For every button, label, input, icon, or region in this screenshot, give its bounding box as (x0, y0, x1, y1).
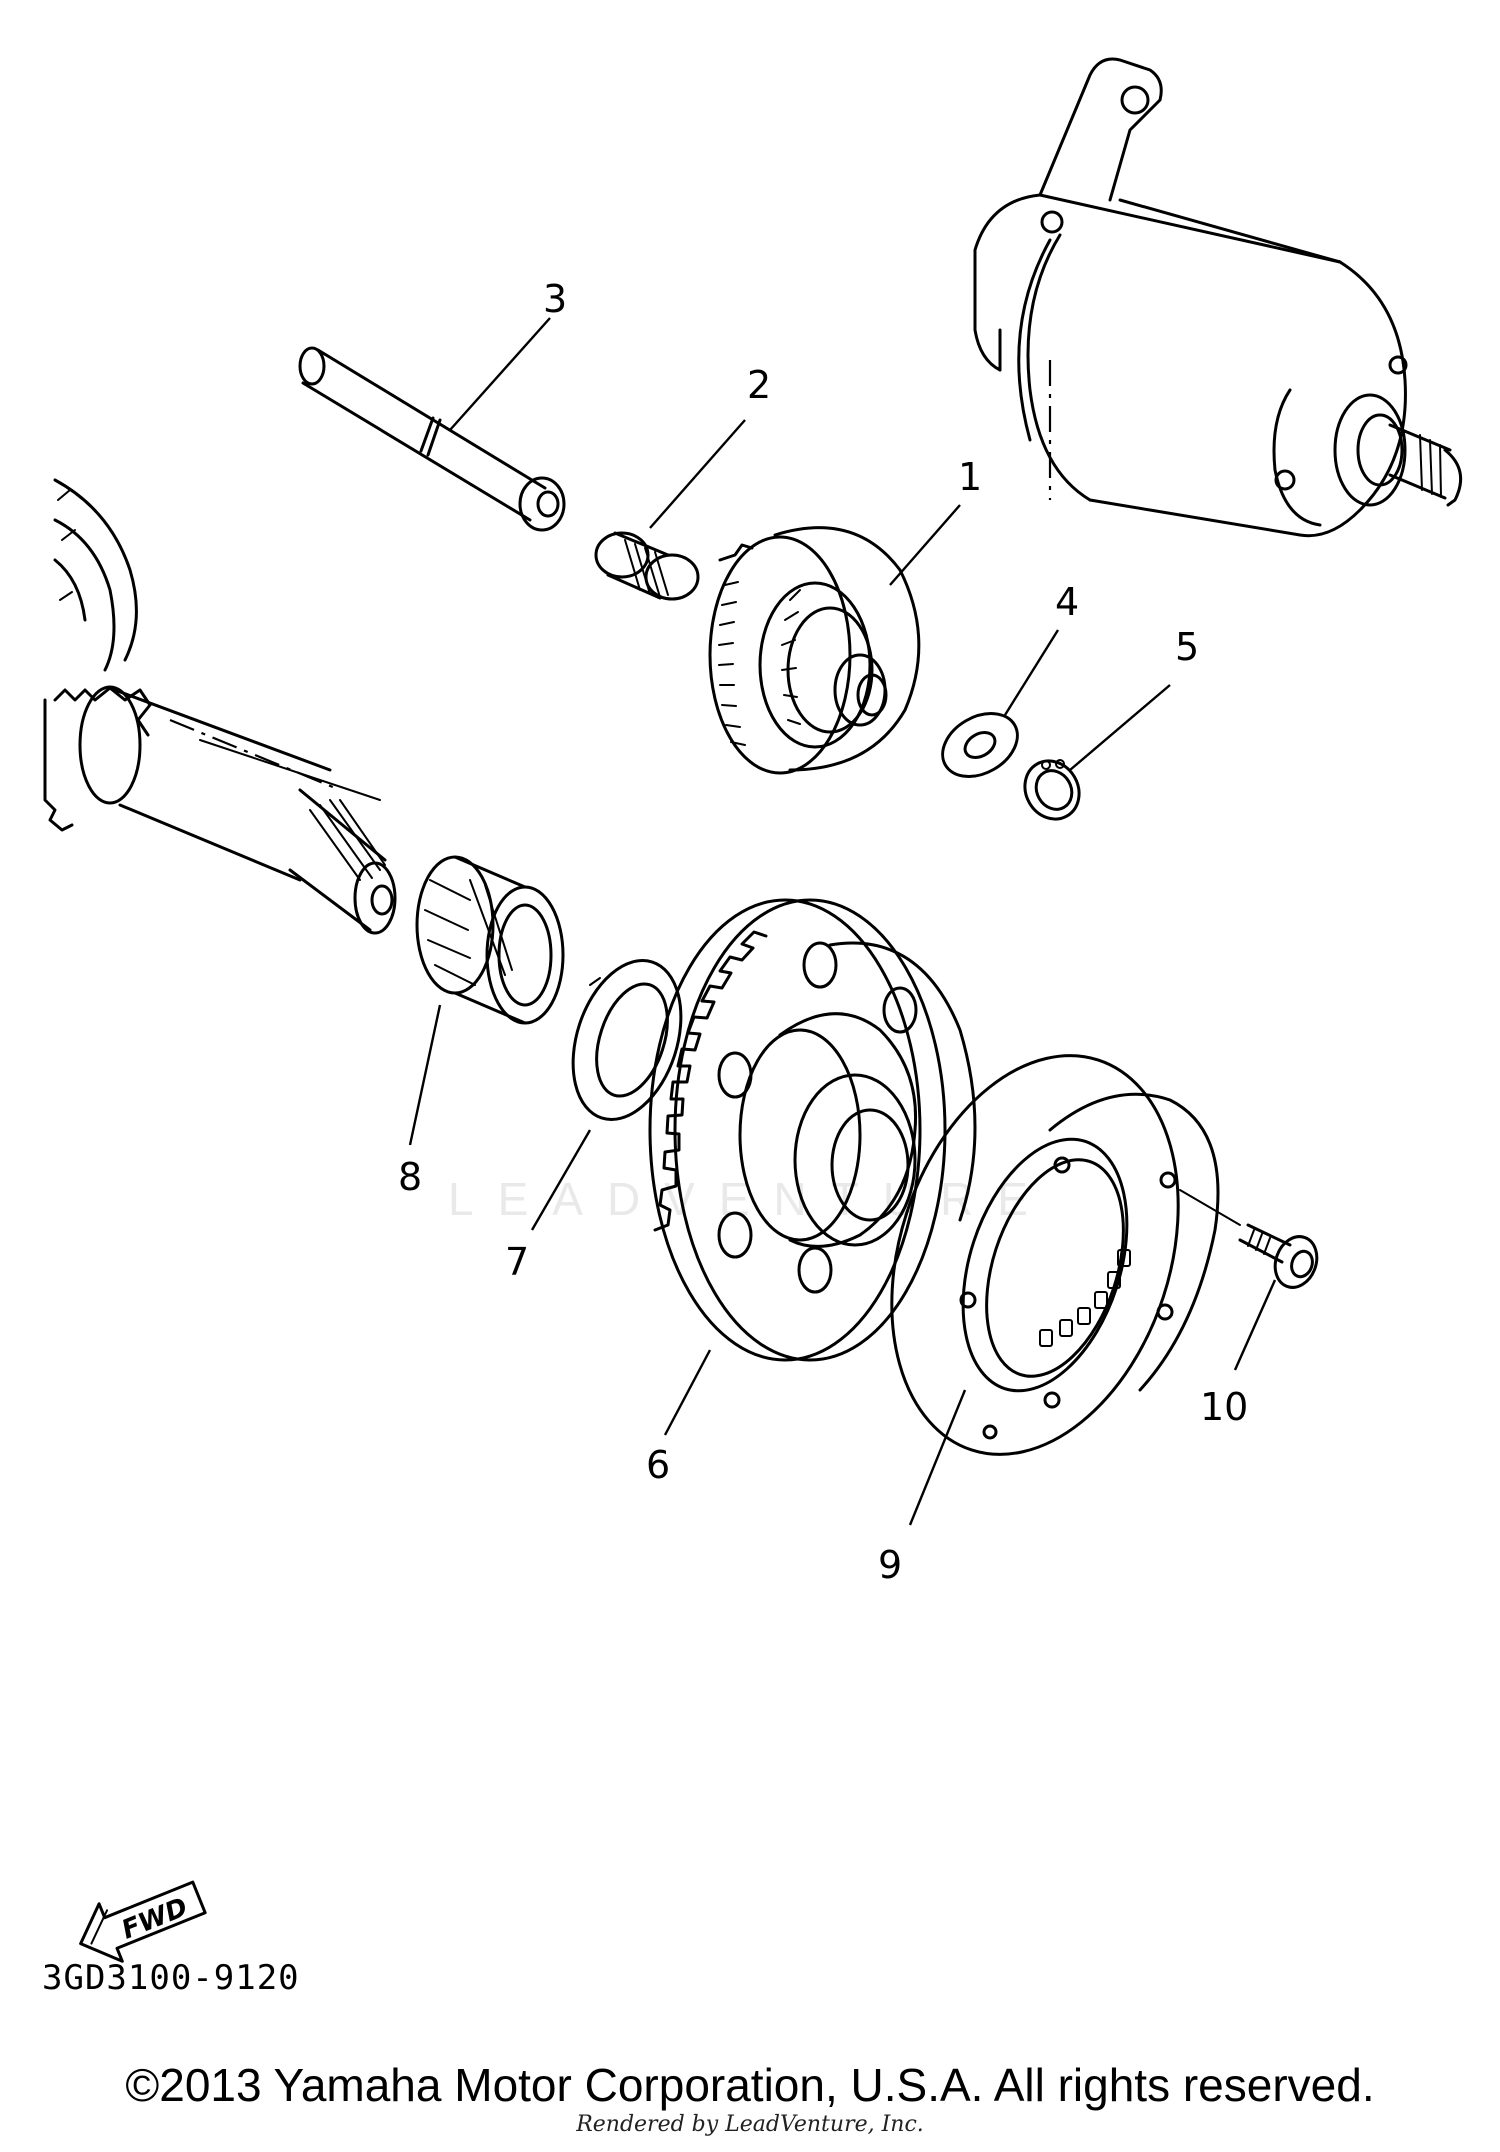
callout-10: 10 (1200, 1385, 1248, 1429)
leader-lines (408, 317, 1277, 1526)
part-7-washer (571, 958, 683, 1122)
part-3-shaft (298, 346, 566, 532)
part-4-washer (941, 712, 1019, 778)
part-8-bearing (415, 855, 565, 1025)
callout-3: 3 (543, 277, 567, 321)
callout-1: 1 (958, 455, 982, 499)
drawing-code: 3GD3100-9120 (42, 1958, 300, 1998)
rendered-by-text: Rendered by LeadVenture, Inc. (576, 2112, 924, 2137)
starter-motor (973, 57, 1463, 538)
part-6-clutch-gear (648, 898, 977, 1362)
copyright-text: ©2013 Yamaha Motor Corporation, U.S.A. A… (125, 2059, 1375, 2111)
part-2-bearing (594, 531, 700, 601)
callout-8: 8 (398, 1155, 422, 1199)
callout-7: 7 (505, 1240, 529, 1284)
callout-5: 5 (1175, 625, 1199, 669)
callout-4: 4 (1055, 580, 1079, 624)
callout-numbers: 3 2 1 4 5 8 7 6 10 9 (398, 277, 1248, 1587)
callout-9: 9 (878, 1543, 902, 1587)
crankshaft (43, 478, 397, 935)
part-1-idler-gear (708, 526, 921, 775)
watermark-text: LEADVENTURE (448, 1173, 1052, 1225)
fwd-label: FWD (118, 1892, 192, 1945)
part-9-one-way-clutch (890, 1054, 1220, 1456)
callout-2: 2 (747, 363, 771, 407)
part-5-circlip (1023, 759, 1081, 821)
callout-6: 6 (646, 1443, 670, 1487)
part-10-bolt (1179, 1189, 1319, 1289)
